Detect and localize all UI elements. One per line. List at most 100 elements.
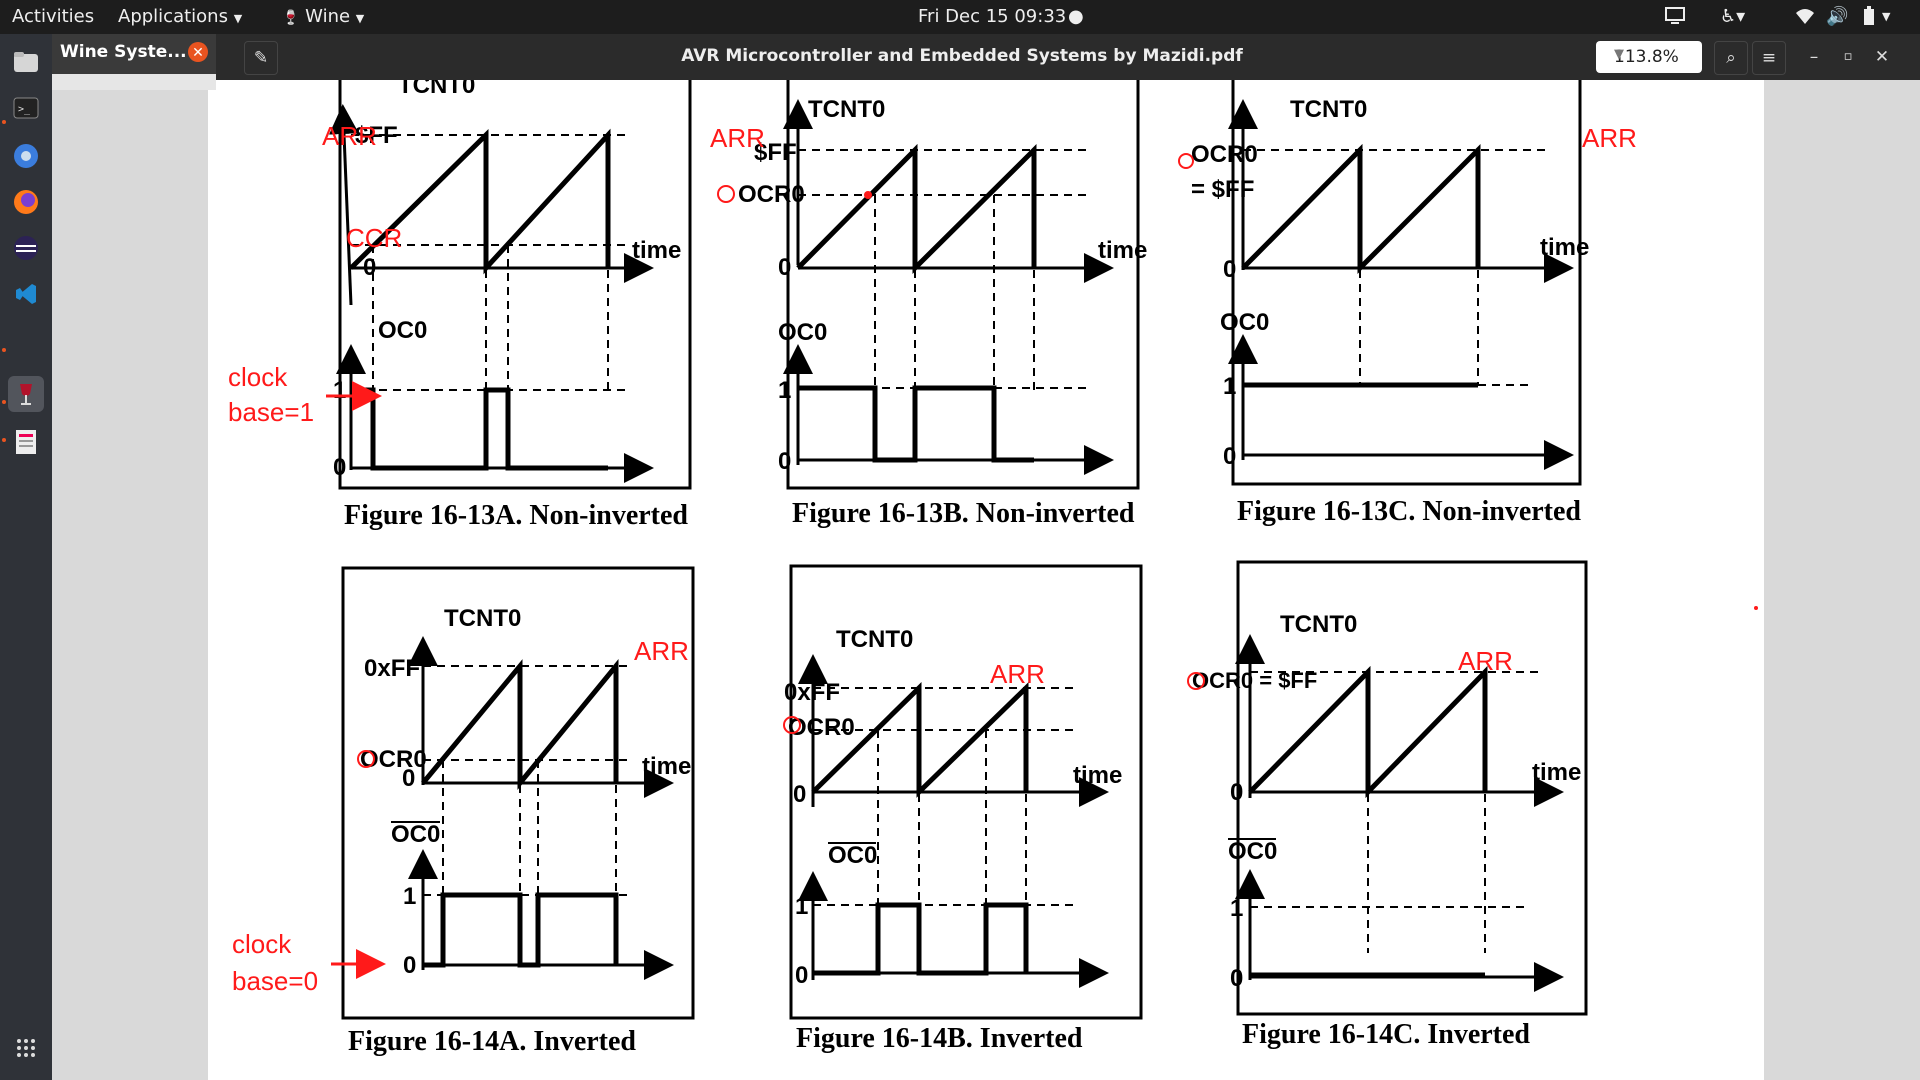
x-axis-label: time bbox=[1540, 234, 1589, 261]
figure-16-13b: TCNT0 $FF OCR0 0 time OC0 1 0 Figure 16-… bbox=[738, 80, 1147, 529]
x-axis-label: time bbox=[1073, 762, 1122, 789]
figure-frame bbox=[338, 80, 692, 490]
correction-circle bbox=[717, 185, 735, 203]
files-icon[interactable] bbox=[8, 44, 44, 80]
notification-dot-icon: ● bbox=[1068, 6, 1084, 27]
figure-frame bbox=[341, 566, 695, 1020]
zero-label: 0 bbox=[793, 781, 806, 808]
arr-annotation: ARR bbox=[322, 121, 377, 151]
x-axis-label: time bbox=[632, 237, 681, 264]
pwm-waveform bbox=[813, 902, 1029, 976]
zero-label: 0 bbox=[1230, 779, 1243, 806]
x-axis-label: time bbox=[1098, 237, 1147, 264]
output-label: OC0 bbox=[1220, 309, 1269, 336]
figures-page-svg: TCNT0 $FF 0 time OC0 1 0 Figure 16-13A. … bbox=[228, 80, 1758, 1057]
ocr-label: OCR0 bbox=[360, 746, 427, 773]
activities-button[interactable]: Activities bbox=[12, 6, 95, 27]
y-axis-label: TCNT0 bbox=[836, 626, 913, 653]
running-indicator bbox=[2, 120, 6, 124]
arr-annotation: ARR bbox=[990, 659, 1045, 689]
sawtooth-waveform bbox=[796, 143, 1037, 274]
ccr-annotation: CCR bbox=[346, 223, 402, 253]
volume-icon[interactable]: 🔊 bbox=[1826, 6, 1849, 27]
x-axis-label: time bbox=[1532, 759, 1581, 786]
screen-icon[interactable] bbox=[1664, 6, 1686, 31]
clock-annotation: clock bbox=[232, 929, 292, 959]
ocr-label: OCR0 bbox=[1191, 141, 1258, 168]
maximize-icon[interactable]: ▫ bbox=[1843, 49, 1853, 64]
wine-menu[interactable]: 🍷 Wine ▼ bbox=[282, 6, 364, 27]
correction-circle bbox=[1187, 672, 1205, 690]
search-icon[interactable]: ⌕ bbox=[1714, 41, 1748, 75]
zero-label: 0 bbox=[1223, 443, 1236, 470]
firefox-icon[interactable] bbox=[8, 184, 44, 220]
minimize-icon[interactable]: – bbox=[1809, 47, 1819, 67]
chevron-down-icon: ▼ bbox=[233, 12, 243, 25]
figure-frame bbox=[1236, 560, 1588, 1016]
y-axis-label: TCNT0 bbox=[398, 80, 475, 99]
y-axis-label: TCNT0 bbox=[444, 605, 521, 632]
system-top-bar: Activities Applications ▼ 🍷 Wine ▼ Fri D… bbox=[0, 0, 1920, 34]
clock-annotation: clock bbox=[228, 362, 288, 392]
menu-icon[interactable]: ≡ bbox=[1752, 41, 1786, 75]
wine-window-thumbnail[interactable] bbox=[52, 74, 216, 90]
figure-caption: Figure 16-14C. Inverted bbox=[1242, 1019, 1530, 1050]
wine-glass-icon: 🍷 bbox=[282, 10, 300, 26]
figure-16-14b: TCNT0 0xFF OCR0 0 time OC0 1 0 Figure 16… bbox=[784, 564, 1143, 1054]
output-label: OC0 bbox=[378, 317, 427, 344]
zero-label: 0 bbox=[1230, 965, 1243, 992]
svg-text:>_: >_ bbox=[18, 104, 31, 115]
close-icon[interactable]: ✕ bbox=[188, 42, 208, 62]
wifi-icon[interactable] bbox=[1794, 6, 1816, 31]
wine-label: Wine bbox=[305, 6, 351, 27]
chromium-icon[interactable] bbox=[8, 138, 44, 174]
correction-circle bbox=[783, 716, 801, 734]
applications-menu[interactable]: Applications ▼ bbox=[118, 6, 242, 27]
wine-app-icon[interactable] bbox=[8, 376, 44, 412]
sawtooth-waveform bbox=[421, 659, 619, 790]
annotate-pen-icon[interactable]: ✎ bbox=[244, 41, 278, 75]
document-viewport[interactable]: TCNT0 $FF 0 time OC0 1 0 Figure 16-13A. … bbox=[52, 80, 1920, 1080]
vscode-icon[interactable] bbox=[8, 276, 44, 312]
y-axis-label: TCNT0 bbox=[808, 96, 885, 123]
close-window-icon[interactable]: ✕ bbox=[1874, 47, 1890, 67]
ocr-label: OCR0 = $FF bbox=[1192, 668, 1317, 693]
figure-caption: Figure 16-13A. Non-inverted bbox=[344, 500, 688, 531]
figure-16-14c: TCNT0 OCR0 = $FF 0 time OC0 1 0 Figure 1… bbox=[1192, 560, 1588, 1050]
figure-frame bbox=[1231, 80, 1582, 486]
y-axis-label: TCNT0 bbox=[1290, 96, 1367, 123]
arr-annotation: ARR bbox=[710, 123, 765, 153]
top-value-label: 0xFF bbox=[784, 679, 840, 706]
figure-16-13a: TCNT0 $FF 0 time OC0 1 0 Figure 16-13A. … bbox=[328, 80, 692, 531]
applications-label: Applications bbox=[118, 6, 228, 27]
figure-caption: Figure 16-13C. Non-inverted bbox=[1237, 496, 1581, 527]
document-viewer-icon[interactable] bbox=[8, 424, 44, 460]
figure-frame bbox=[786, 80, 1140, 490]
sawtooth-waveform bbox=[811, 682, 1029, 798]
wine-window-preview[interactable]: Wine Syste... ✕ bbox=[52, 34, 216, 90]
stray-red-dot bbox=[1754, 606, 1758, 610]
ocr-label: OCR0 bbox=[738, 181, 805, 208]
document-title: AVR Microcontroller and Embedded Systems… bbox=[681, 46, 1243, 66]
correction-dot bbox=[864, 191, 872, 199]
figure-caption: Figure 16-14B. Inverted bbox=[796, 1023, 1083, 1054]
output-label: OC0 bbox=[778, 319, 827, 346]
eclipse-icon[interactable] bbox=[8, 230, 44, 266]
arr-annotation: ARR bbox=[634, 636, 689, 666]
ocr-value-label: = $FF bbox=[1191, 176, 1254, 203]
figure-frame bbox=[789, 564, 1143, 1020]
chevron-down-icon[interactable]: ▼ bbox=[1882, 10, 1891, 23]
y-axis-label: TCNT0 bbox=[1280, 611, 1357, 638]
show-apps-grid-icon[interactable] bbox=[8, 1030, 44, 1066]
battery-icon[interactable] bbox=[1862, 6, 1876, 31]
pwm-waveform bbox=[423, 892, 619, 968]
zoom-select[interactable]: 113.8% ▼ bbox=[1596, 41, 1702, 73]
clock[interactable]: Fri Dec 15 09:33 bbox=[918, 6, 1067, 27]
running-indicator bbox=[2, 400, 6, 404]
dock: >_ bbox=[0, 34, 52, 1080]
terminal-icon[interactable]: >_ bbox=[8, 90, 44, 126]
accessibility-icon[interactable]: ♿▾ bbox=[1720, 6, 1746, 27]
wine-window-title: Wine Syste... bbox=[60, 42, 187, 62]
one-label: 1 bbox=[778, 377, 791, 404]
zero-label: 0 bbox=[778, 254, 791, 281]
